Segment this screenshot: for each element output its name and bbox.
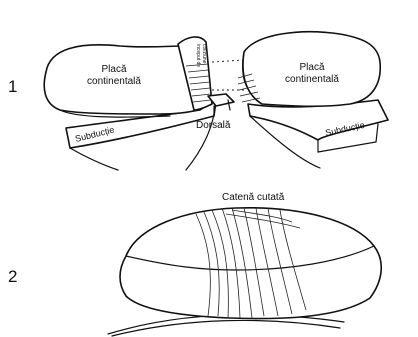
fold-chain-label: Catenă cutată bbox=[222, 192, 285, 203]
right-plate-label-line-2: continentală bbox=[285, 74, 339, 85]
left-plate-label-line-2: continentală bbox=[87, 76, 141, 87]
sediment-label-line-2: coliziune bbox=[201, 44, 207, 64]
sediment-label-line-1: inceput de bbox=[195, 44, 201, 67]
right-plate-label-line-1: Placă bbox=[299, 62, 324, 73]
merged-continental-block bbox=[120, 208, 381, 319]
left-plate-label-line-1: Placă bbox=[101, 64, 126, 75]
right-subduction-slab bbox=[248, 100, 388, 168]
ridge-label: Dorsală bbox=[196, 120, 231, 131]
panel-2-number: 2 bbox=[8, 267, 17, 286]
panel-1-number: 1 bbox=[8, 77, 17, 96]
